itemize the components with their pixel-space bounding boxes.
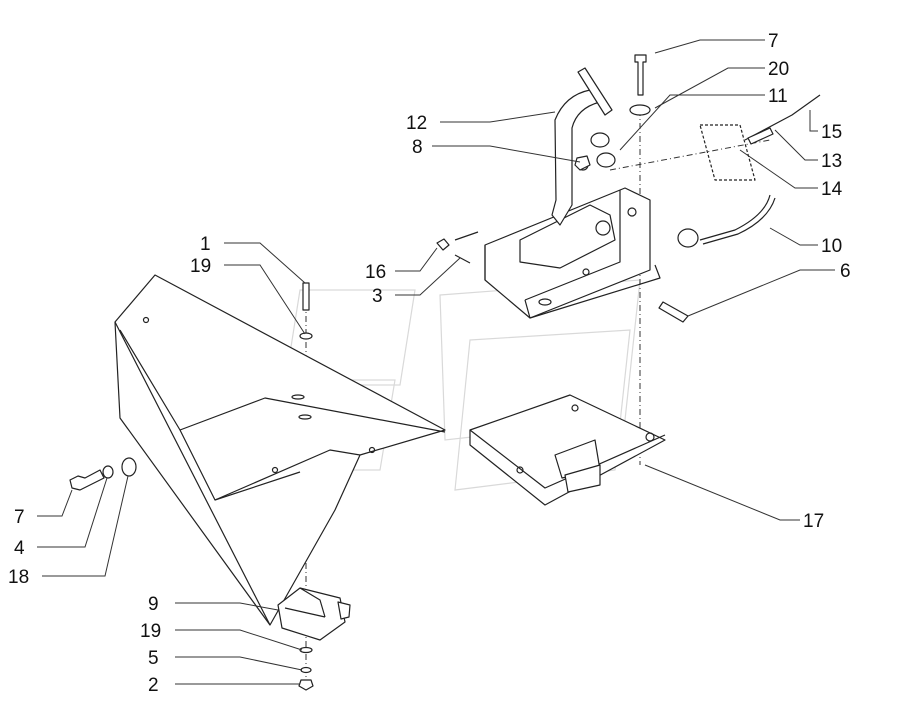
- callout-9: 9: [148, 594, 159, 615]
- cable-part: [658, 94, 821, 323]
- left-hardware: [69, 282, 313, 491]
- callout-17: 17: [803, 511, 824, 532]
- callout-labels: 7 20 11 15 13 14 12 8 10 6 1 19 16 3 7 4…: [8, 31, 851, 696]
- callout-13: 13: [821, 151, 842, 172]
- callout-5: 5: [148, 648, 159, 669]
- leader-lines: [37, 39, 835, 685]
- callout-4: 4: [14, 538, 25, 559]
- callout-1: 1: [200, 234, 211, 255]
- callout-8: 8: [412, 137, 423, 158]
- callout-12: 12: [406, 113, 427, 134]
- pedal-hardware: [436, 54, 651, 264]
- callout-11: 11: [768, 86, 788, 107]
- floor-plate-part: [114, 274, 446, 626]
- callout-15: 15: [821, 122, 842, 143]
- switch-part: [277, 587, 351, 691]
- callout-3: 3: [372, 286, 383, 307]
- callout-19-top: 19: [190, 256, 211, 277]
- callout-7-left: 7: [14, 507, 25, 528]
- callout-16: 16: [365, 262, 386, 283]
- callout-14: 14: [821, 179, 843, 200]
- callout-10: 10: [821, 236, 842, 257]
- callout-19-bottom: 19: [140, 621, 161, 642]
- mounting-frame-part: [469, 394, 666, 506]
- callout-18: 18: [8, 567, 29, 588]
- callout-7-top: 7: [768, 31, 779, 52]
- callout-6: 6: [840, 261, 851, 282]
- callout-2: 2: [148, 675, 159, 696]
- callout-20: 20: [768, 59, 789, 80]
- pedal-bracket-part: [484, 187, 661, 319]
